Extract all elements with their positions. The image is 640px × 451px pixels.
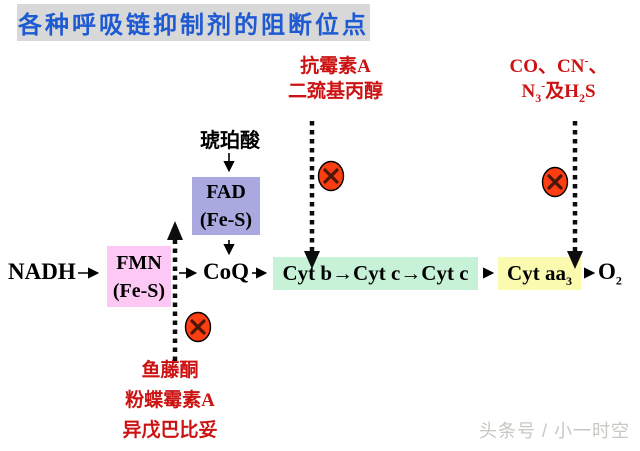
label-coq: CoQ: [203, 259, 249, 284]
node-cyt-aa3-label: Cyt aa3: [507, 261, 572, 289]
label-antimycin-group: 抗霉素A 二巯基丙醇: [253, 54, 418, 104]
label-antimycin-a: 抗霉素A: [300, 56, 371, 77]
node-fad-line1: FAD: [206, 181, 246, 203]
diagram-title-box: 各种呼吸链抑制剂的阻断位点: [17, 4, 370, 41]
label-co-cn-group: CO、CN-、 N3-及H2S: [476, 54, 640, 104]
label-co-cn-line1: CO、CN-、: [509, 53, 608, 77]
label-rotenone-group: 鱼藤酮 粉蝶霉素A 异戊巴比妥: [90, 356, 250, 446]
node-fmn: FMN (Fe-S): [107, 246, 171, 307]
label-rotenone: 鱼藤酮: [141, 360, 199, 381]
inhibition-arrow-antimycin: [304, 121, 320, 269]
label-succinate: 琥珀酸: [200, 130, 260, 152]
node-fmn-line1: FMN: [116, 251, 162, 274]
label-dimercaprol: 二巯基丙醇: [287, 81, 383, 102]
node-fad: FAD (Fe-S): [192, 177, 260, 235]
node-fmn-line2: (Fe-S): [112, 279, 166, 302]
arrowhead-up: [167, 221, 183, 240]
label-piericidin-a: 粉蝶霉素A: [125, 390, 215, 411]
node-fad-line2: (Fe-S): [199, 209, 253, 231]
label-o2: O2: [598, 259, 622, 288]
node-cyt-aa3: Cyt aa3: [498, 257, 581, 290]
label-amobarbital: 异戊巴比妥: [122, 420, 218, 441]
node-cyt-b-c: Cyt b→Cyt c→Cyt c: [273, 257, 478, 290]
block-x-icon-antimycin: [317, 160, 345, 192]
watermark: 头条号 / 小一时空: [478, 421, 630, 441]
block-x-icon-co-cn: [541, 166, 569, 198]
label-n3-h2s-line2: N3-及H2S: [521, 78, 596, 105]
diagram-title: 各种呼吸链抑制剂的阻断位点: [18, 13, 369, 39]
inhibition-arrow-co-cn: [567, 121, 583, 269]
node-cyt-b-c-label: Cyt b→Cyt c→Cyt c: [282, 261, 469, 285]
label-nadh: NADH: [8, 259, 76, 284]
block-x-icon-rotenone: [184, 311, 212, 343]
